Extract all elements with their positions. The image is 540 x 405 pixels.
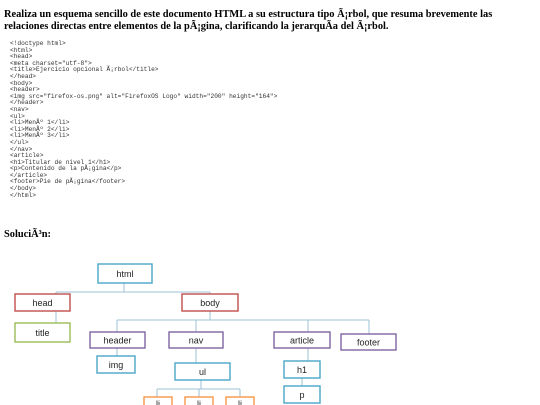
code-line: <p>Contenido de la pÃ¡gina</p>: [10, 165, 122, 173]
code-line: <meta charset="utf-8">: [10, 59, 92, 67]
node-li-3: li: [225, 396, 255, 405]
node-label: p: [299, 390, 304, 400]
solution-heading: SoluciÃ³n:: [4, 229, 51, 240]
code-line: </ul>: [10, 138, 29, 146]
node-label: nav: [189, 336, 204, 346]
code-line: </head>: [10, 72, 36, 80]
node-label: li: [156, 399, 160, 405]
node-ul: ul: [174, 362, 231, 381]
code-line: <title>Ejercicio opcional Ã¡rbol</title>: [10, 66, 159, 74]
node-label: header: [103, 336, 131, 346]
tree-edges: [55, 283, 370, 397]
code-line: </header>: [10, 99, 44, 107]
exercise-question: Realiza un esquema sencillo de este docu…: [4, 9, 493, 32]
node-p: p: [283, 385, 321, 404]
html-code-listing: <!doctype html> <html> <head> <meta char…: [10, 40, 278, 199]
edge-body-children: [116, 310, 370, 334]
node-label: title: [35, 328, 49, 338]
code-line: <article>: [10, 152, 44, 160]
node-img: img: [96, 355, 136, 374]
code-line: </html>: [10, 191, 36, 199]
node-label: article: [290, 336, 314, 346]
code-line: <li>MenÃº 1</li>: [10, 119, 70, 127]
node-label: img: [109, 360, 124, 370]
node-label: footer: [357, 338, 380, 348]
code-line: </nav>: [10, 145, 33, 153]
node-nav: nav: [168, 331, 224, 349]
node-label: html: [116, 269, 133, 279]
node-label: head: [32, 298, 52, 308]
node-head: head: [14, 293, 71, 312]
node-label: h1: [297, 365, 307, 375]
code-line: <h1>Titular de nivel 1</h1>: [10, 158, 111, 166]
code-line: <ul>: [10, 112, 25, 120]
node-header: header: [89, 331, 146, 349]
code-line: <header>: [10, 86, 40, 94]
node-label: ul: [199, 367, 206, 377]
node-label: body: [200, 298, 220, 308]
code-line: <li>MenÃº 2</li>: [10, 125, 70, 133]
code-line: <li>MenÃº 3</li>: [10, 132, 70, 140]
node-label: li: [197, 399, 201, 405]
node-h1: h1: [283, 360, 321, 379]
code-line: </article>: [10, 171, 48, 179]
edge-ul-li: [156, 379, 241, 397]
code-line: <footer>Pie de pÃ¡gina</footer>: [10, 178, 126, 186]
node-title: title: [14, 322, 71, 343]
code-line: <img src="firefox-os.png" alt="FirefoxOS…: [10, 92, 278, 100]
edge-html-children: [55, 283, 211, 294]
code-line: <head>: [10, 53, 33, 61]
code-line: </body>: [10, 185, 36, 193]
node-li-2: li: [184, 396, 214, 405]
node-label: li: [238, 399, 242, 405]
code-line: <!doctype html>: [10, 40, 66, 47]
node-li-1: li: [143, 396, 173, 405]
node-footer: footer: [340, 333, 397, 351]
node-body: body: [181, 293, 239, 312]
code-line: <body>: [10, 79, 33, 87]
code-line: <html>: [10, 46, 33, 54]
code-line: <nav>: [10, 105, 29, 113]
node-html: html: [97, 263, 153, 284]
node-article: article: [273, 331, 331, 349]
